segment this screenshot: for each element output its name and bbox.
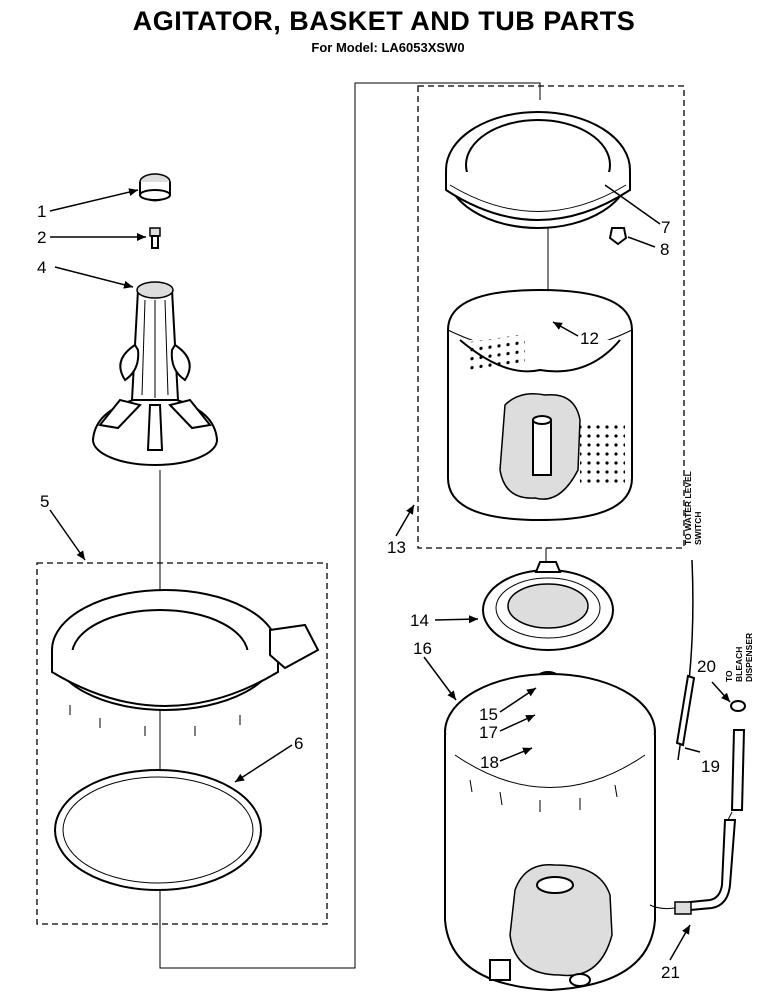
leader-8	[627, 236, 656, 248]
leader-19	[684, 747, 701, 753]
callout-4: 4	[37, 258, 46, 277]
leader-21	[669, 924, 691, 961]
basket-group-box	[417, 85, 685, 549]
water-level-label-line2: SWITCH	[693, 511, 703, 545]
leader-7	[604, 184, 661, 225]
outer-tub-part	[444, 673, 656, 992]
agitator-cap-part	[139, 173, 171, 202]
water-level-hose-part	[675, 559, 696, 761]
agitator-part	[92, 281, 218, 466]
bleach-label-line3: DISPENSER	[744, 633, 754, 682]
callout-19: 19	[701, 757, 720, 776]
ring-screw-part	[608, 227, 628, 246]
leader-13	[395, 504, 415, 537]
seal-ring-part	[54, 769, 262, 891]
callout-5: 5	[40, 492, 49, 511]
leader-14	[434, 615, 479, 624]
callout-18: 18	[480, 753, 499, 772]
callout-15: 15	[479, 705, 498, 724]
callout-12: 12	[580, 329, 599, 348]
wash-ring-part	[51, 589, 320, 736]
callout-8: 8	[660, 240, 669, 259]
leader-4	[54, 266, 134, 289]
leader-12	[552, 321, 579, 337]
agitator-bolt-part	[149, 227, 161, 249]
callout-16: 16	[413, 639, 432, 658]
leader-17	[499, 714, 536, 732]
callout-17: 17	[479, 723, 498, 742]
leader-15	[499, 687, 537, 713]
leader-18	[499, 747, 533, 762]
callout-2: 2	[37, 228, 46, 247]
model-subtitle: For Model: LA6053XSW0	[311, 40, 464, 55]
leader-1	[49, 188, 139, 212]
callout-13: 13	[387, 538, 406, 557]
callout-6: 6	[294, 734, 303, 753]
callout-20: 20	[697, 657, 716, 676]
callout-14: 14	[410, 611, 429, 630]
water-level-label-line1: TO WATER LEVEL	[683, 471, 693, 545]
balance-ring-part	[445, 111, 631, 229]
water-level-label: TO WATER LEVEL SWITCH	[683, 471, 703, 545]
leader-20	[711, 681, 731, 703]
bleach-label-line2: BLEACH	[734, 647, 744, 682]
hose-fitting-part	[649, 901, 692, 915]
leader-5	[49, 509, 86, 561]
bleach-hose-part	[689, 700, 746, 912]
ring-group-box	[36, 562, 328, 925]
callout-1: 1	[37, 202, 46, 221]
leader-6	[234, 744, 293, 783]
bleach-label: TO BLEACH DISPENSER	[724, 633, 754, 682]
spin-basket-part	[447, 288, 633, 522]
bleach-label-line1: TO	[724, 670, 734, 682]
drive-hub-part	[482, 561, 614, 651]
diagram-title: AGITATOR, BASKET AND TUB PARTS	[133, 6, 636, 36]
leader-16	[423, 656, 457, 701]
callout-7: 7	[661, 218, 670, 237]
callout-21: 21	[661, 963, 680, 982]
